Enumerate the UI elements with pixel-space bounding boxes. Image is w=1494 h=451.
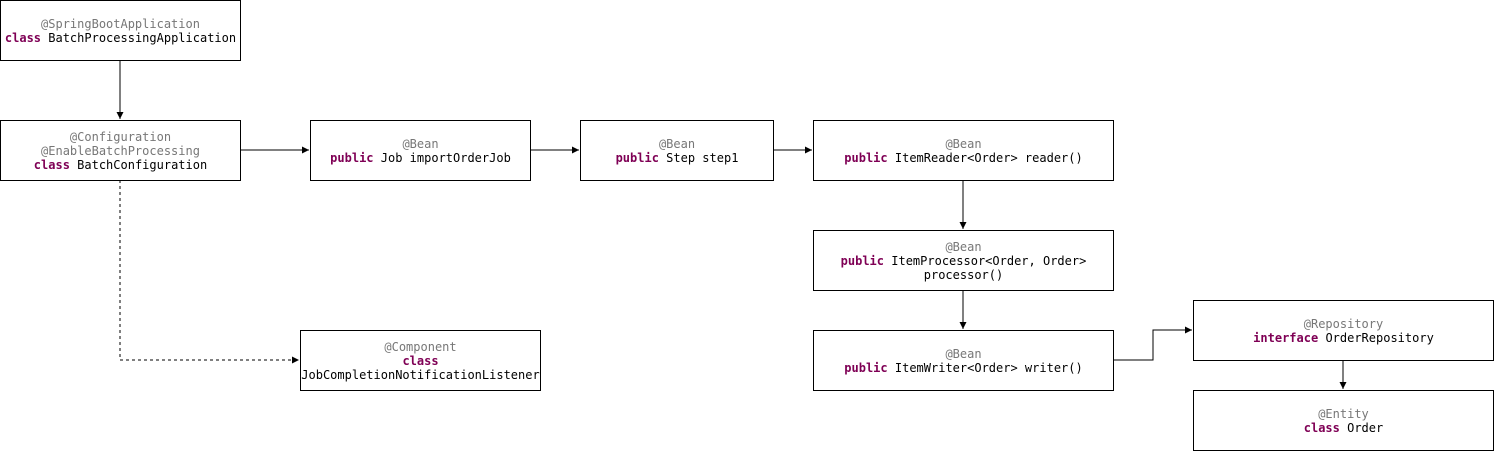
annotation-label: @EnableBatchProcessing [41,143,200,158]
node-step1: @Bean public Step step1 [580,120,774,181]
method-name-label: Job importOrderJob [380,150,511,165]
keyword-label: class [402,353,439,368]
keyword-label: class [1303,420,1340,435]
node-batch-processing-application: @SpringBootApplication class BatchProces… [0,0,241,61]
method-name-label: ItemWriter<Order> writer() [894,360,1083,375]
keyword-label: public [615,150,659,165]
node-import-order-job: @Bean public Job importOrderJob [310,120,531,181]
annotation-label: @Entity [1318,406,1369,421]
class-name-label: JobCompletionNotificationListener [301,367,540,382]
class-name-label: BatchProcessingApplication [48,30,237,45]
class-name-label: Order [1347,420,1384,435]
annotation-label: @Repository [1303,316,1384,331]
annotation-label: @Bean [945,239,982,254]
class-name-label: BatchConfiguration [77,157,208,172]
annotation-label: @SpringBootApplication [41,16,200,31]
edge-config-to-listener [119,180,299,364]
keyword-label: public [840,253,885,268]
node-item-reader: @Bean public ItemReader<Order> reader() [813,120,1114,181]
edge-writer-to-repository [1113,326,1192,361]
annotation-label: @Bean [945,136,982,151]
method-name-label: ItemProcessor<Order, Order> [891,253,1087,268]
node-job-completion-listener: @Component class JobCompletionNotificati… [300,330,541,391]
node-order-entity: @Entity class Order [1193,390,1494,451]
annotation-label: @Component [384,339,457,354]
keyword-label: public [844,150,888,165]
keyword-label: class [4,30,42,45]
node-batch-configuration: @Configuration @EnableBatchProcessing cl… [0,120,241,181]
interface-name-label: OrderRepository [1325,330,1434,345]
annotation-label: @Configuration [69,129,172,144]
annotation-label: @Bean [945,346,982,361]
keyword-label: public [844,360,888,375]
keyword-label: interface [1253,330,1319,345]
keyword-label: class [33,157,70,172]
node-item-processor: @Bean public ItemProcessor<Order, Order>… [813,230,1114,291]
node-item-writer: @Bean public ItemWriter<Order> writer() [813,330,1114,391]
method-name-label: processor() [923,267,1004,282]
node-order-repository: @Repository interface OrderRepository [1193,300,1494,361]
keyword-label: public [330,150,374,165]
annotation-label: @Bean [658,136,696,151]
annotation-label: @Bean [402,136,439,151]
method-name-label: ItemReader<Order> reader() [894,150,1083,165]
method-name-label: Step step1 [666,150,739,165]
